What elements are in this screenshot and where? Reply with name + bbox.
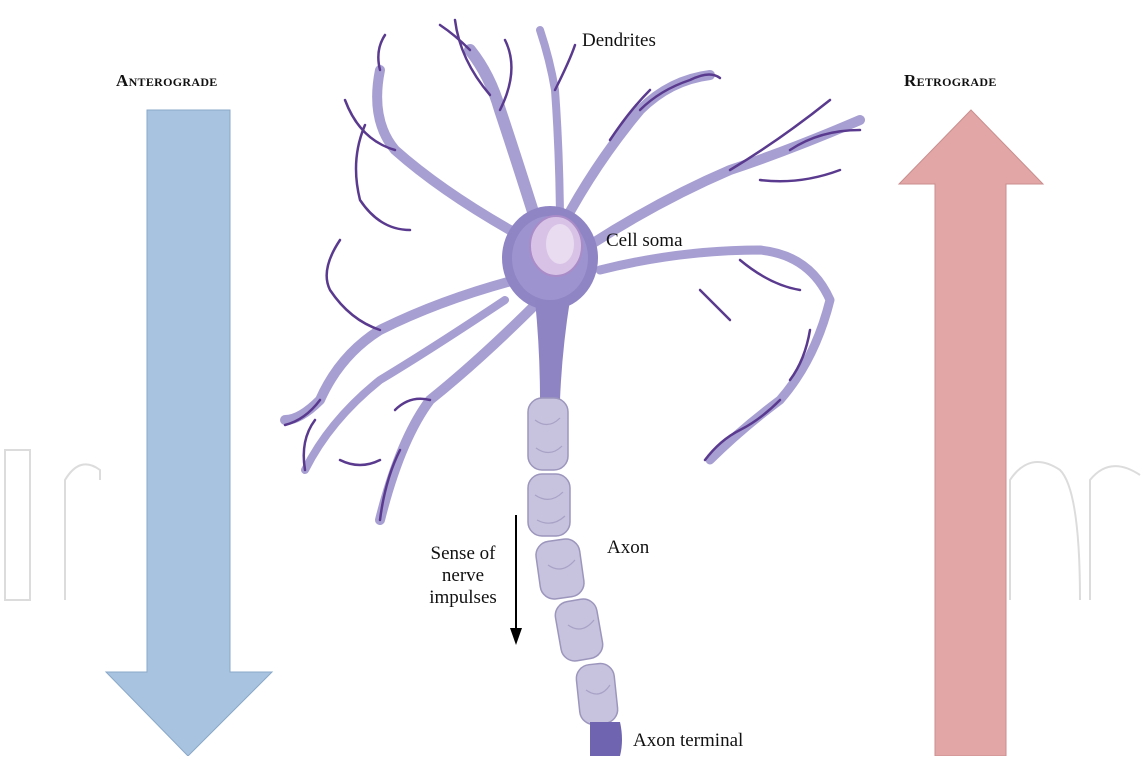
- cell-soma-label: Cell soma: [606, 230, 683, 253]
- impulse-direction-arrow: [510, 515, 522, 645]
- sense-line-3: impulses: [418, 587, 508, 609]
- dendrites-label: Dendrites: [582, 30, 656, 53]
- retrograde-arrow: [899, 110, 1043, 756]
- anterograde-heading: Anterograde: [116, 71, 218, 91]
- sense-of-nerve-impulses-label: Sense of nerve impulses: [418, 543, 508, 609]
- axon-label: Axon: [607, 537, 649, 560]
- anterograde-arrow: [106, 110, 272, 756]
- neuron: [285, 20, 860, 756]
- axon-terminal-label: Axon terminal: [633, 730, 743, 753]
- sense-line-2: nerve: [418, 565, 508, 587]
- retrograde-heading: Retrograde: [904, 71, 997, 91]
- sense-line-1: Sense of: [418, 543, 508, 565]
